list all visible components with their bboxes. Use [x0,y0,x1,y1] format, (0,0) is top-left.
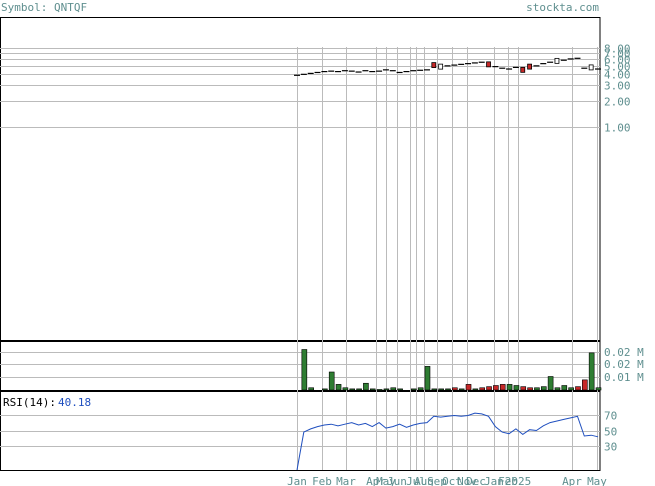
volume-bar [588,352,595,391]
volume-bar [301,349,308,391]
volume-bar [499,384,506,391]
volume-bar [582,379,588,391]
volume-bar [465,384,472,391]
volume-bar [568,387,574,391]
volume-bar [410,388,417,391]
volume-bar [376,389,383,391]
volume-bar [397,388,403,391]
month-tick-label: Jan [287,475,307,486]
price-candle [527,63,532,70]
volume-bar [486,386,492,391]
month-tick-label: May [587,475,607,486]
volume-bar [479,387,486,391]
volume-bar [452,387,458,391]
volume-bar [383,388,390,391]
volume-bar [349,388,356,391]
volume-bar [335,384,342,391]
volume-bar [342,387,349,391]
rsi-label: RSI(14): [3,396,56,409]
price-tick-label: 8.00 [604,43,631,56]
volume-tick-label: 0.01 M [604,371,644,384]
price-candle [486,61,491,68]
price-panel [0,17,601,341]
month-tick-label: 2025 [505,475,532,486]
month-tick-label: Feb [312,475,332,486]
volume-bar [547,376,554,391]
rsi-tick-label: 50 [604,426,617,439]
volume-bar [513,385,520,391]
volume-panel [0,341,601,391]
volume-bar [445,388,451,391]
site-name[interactable]: stockta.com [526,1,599,14]
price-tick-label: 3.00 [604,80,631,93]
price-tick-label: 2.00 [604,96,631,109]
price-candle [588,64,594,71]
price-candle [554,57,560,64]
volume-bar [308,387,314,391]
month-tick-label: Apr [562,475,582,486]
month-tick-label: Sep [427,475,447,486]
volume-bar [356,388,362,391]
month-tick-label: May [376,475,396,486]
month-tick-label: Jun [387,475,407,486]
price-candle [431,62,437,69]
price-tick-label: 5.00 [604,61,631,74]
volume-bar [540,386,547,391]
month-tick-label: Mar [336,475,356,486]
volume-bar [369,388,376,391]
volume-bar [431,388,438,391]
month-tick-label: Jul [406,475,426,486]
volume-bar [527,387,533,391]
volume-bar [390,387,397,391]
rsi-tick-label: 30 [604,441,617,454]
volume-bar [520,386,527,391]
volume-bar [561,385,568,391]
volume-bar [438,388,444,391]
volume-bar [328,371,335,391]
rsi-value: 40.18 [58,396,91,409]
volume-bar [534,387,540,391]
volume-bar [595,387,602,391]
price-tick-label: 4.00 [604,69,631,82]
volume-bar [458,388,465,391]
volume-bar [575,386,581,391]
volume-bar [363,382,369,391]
volume-bar [472,388,479,391]
month-tick-label: Dec [466,475,486,486]
month-tick-label: Jan [484,475,504,486]
price-tick-label: 6.00 [604,54,631,67]
rsi-line [296,412,599,471]
month-tick-label: Aug [414,475,434,486]
volume-bar [493,385,499,391]
volume-bar [322,388,328,391]
rsi-tick-label: 70 [604,410,617,423]
volume-bar [554,387,561,391]
price-candle [438,63,444,70]
volume-bar [506,384,513,391]
volume-tick-label: 0.02 M [604,358,644,371]
price-candle [520,66,526,73]
price-tick-label: 1.00 [604,122,631,135]
symbol-label: Symbol: QNTQF [1,1,88,14]
month-tick-label: Apr [366,475,386,486]
price-tick-label: 7.00 [604,48,631,61]
volume-bar [424,366,431,391]
month-tick-label: Feb [498,475,518,486]
month-tick-label: Oct [442,475,462,486]
month-tick-label: Nov [457,475,477,486]
volume-bar [417,387,424,391]
volume-tick-label: 0.02 M [604,346,644,359]
